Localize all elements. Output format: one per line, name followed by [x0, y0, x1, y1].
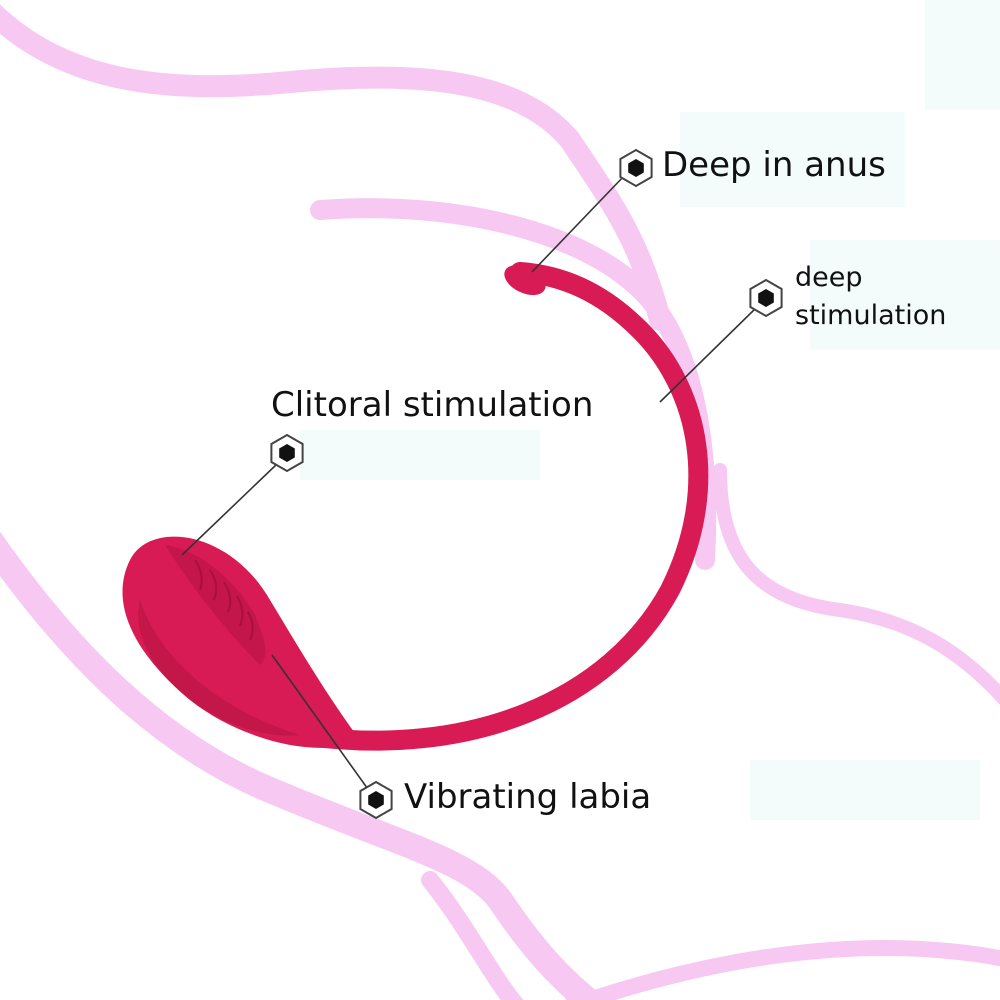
ridge-line — [209, 569, 218, 601]
background-panel — [300, 430, 540, 480]
markers — [270, 148, 783, 820]
swirl-bottom-right — [564, 940, 1000, 1000]
leader-line-clitoral — [181, 463, 278, 556]
leader-line-deep-stimulation — [659, 306, 758, 403]
background-panel — [680, 112, 905, 207]
hexagon-dot-icon — [749, 278, 783, 318]
background-panel — [810, 240, 1000, 350]
product-egg-shade — [138, 600, 300, 736]
swirl-left-bottom — [0, 531, 609, 1000]
hexagon-dot-icon — [359, 780, 393, 820]
product-egg-ridges — [165, 545, 266, 665]
leader-line-deep-anus — [531, 174, 626, 273]
ridge-line — [236, 595, 244, 627]
product-ridge-lines — [194, 559, 254, 641]
background-panel — [750, 760, 980, 820]
background-panels — [300, 0, 1000, 820]
swirl-right — [713, 463, 1000, 705]
leader-lines — [181, 174, 758, 793]
product-tail — [290, 262, 709, 751]
product-toy — [122, 262, 709, 751]
leader-line-vibrating — [271, 654, 371, 793]
hexagon-dot-icon — [270, 433, 304, 473]
callout-clitoral-stimulation: Clitoral stimulation — [271, 385, 594, 425]
callout-deep-in-anus: Deep in anus — [662, 145, 886, 185]
ridge-line — [223, 581, 232, 613]
ridge-line — [247, 611, 254, 641]
ridge-line — [194, 559, 203, 591]
callout-deep-stimulation-line1: deep — [795, 262, 863, 293]
product-tail-tip — [504, 264, 546, 296]
callout-vibrating-labia: Vibrating labia — [404, 777, 652, 817]
swirl-top — [0, 4, 671, 331]
callout-deep-stimulation-line2: stimulation — [795, 300, 947, 331]
hexagon-dot-icon — [619, 148, 653, 188]
background-panel — [925, 0, 1000, 110]
swirl-bottom — [421, 871, 524, 1000]
